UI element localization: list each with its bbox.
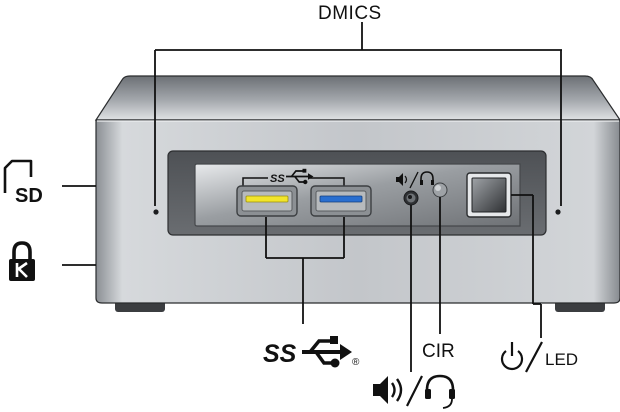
- microphone-right: [555, 209, 561, 215]
- usb-port-blue: [310, 185, 372, 217]
- audio-jack: [403, 190, 419, 206]
- kensington-lock-icon: [9, 241, 35, 281]
- led-callout-lines: [511, 194, 542, 338]
- usb-superspeed-icon-large: [302, 336, 352, 368]
- svg-text:®: ®: [352, 357, 360, 368]
- cir-label: CIR: [422, 341, 455, 362]
- sd-card-icon: [3, 159, 33, 193]
- usb-superspeed-mark-large: SS ®: [263, 336, 360, 368]
- usb-callout-lines: [265, 217, 345, 324]
- sd-label: SD: [15, 185, 43, 207]
- svg-text:SS: SS: [263, 340, 297, 368]
- microphone-left: [153, 209, 159, 215]
- led-label: LED: [545, 350, 579, 369]
- svg-text:SS: SS: [270, 173, 285, 185]
- led-slash: [525, 341, 543, 373]
- audio-jack-mark-small: [396, 171, 434, 189]
- dmics-callout-lines: [154, 22, 562, 206]
- dmics-label: DMICS: [318, 3, 382, 24]
- speaker-icon: [373, 376, 403, 404]
- headphones-icon: [425, 374, 455, 409]
- cir-sensor: [432, 182, 448, 198]
- audio-slash: [406, 375, 423, 407]
- power-icon: [500, 342, 524, 371]
- usb-superspeed-icon: [286, 168, 314, 185]
- usb-superspeed-mark-small: SS: [242, 168, 345, 186]
- power-button: [466, 172, 512, 218]
- usb-port-yellow: [236, 185, 298, 217]
- device-top-bevel: [94, 75, 620, 121]
